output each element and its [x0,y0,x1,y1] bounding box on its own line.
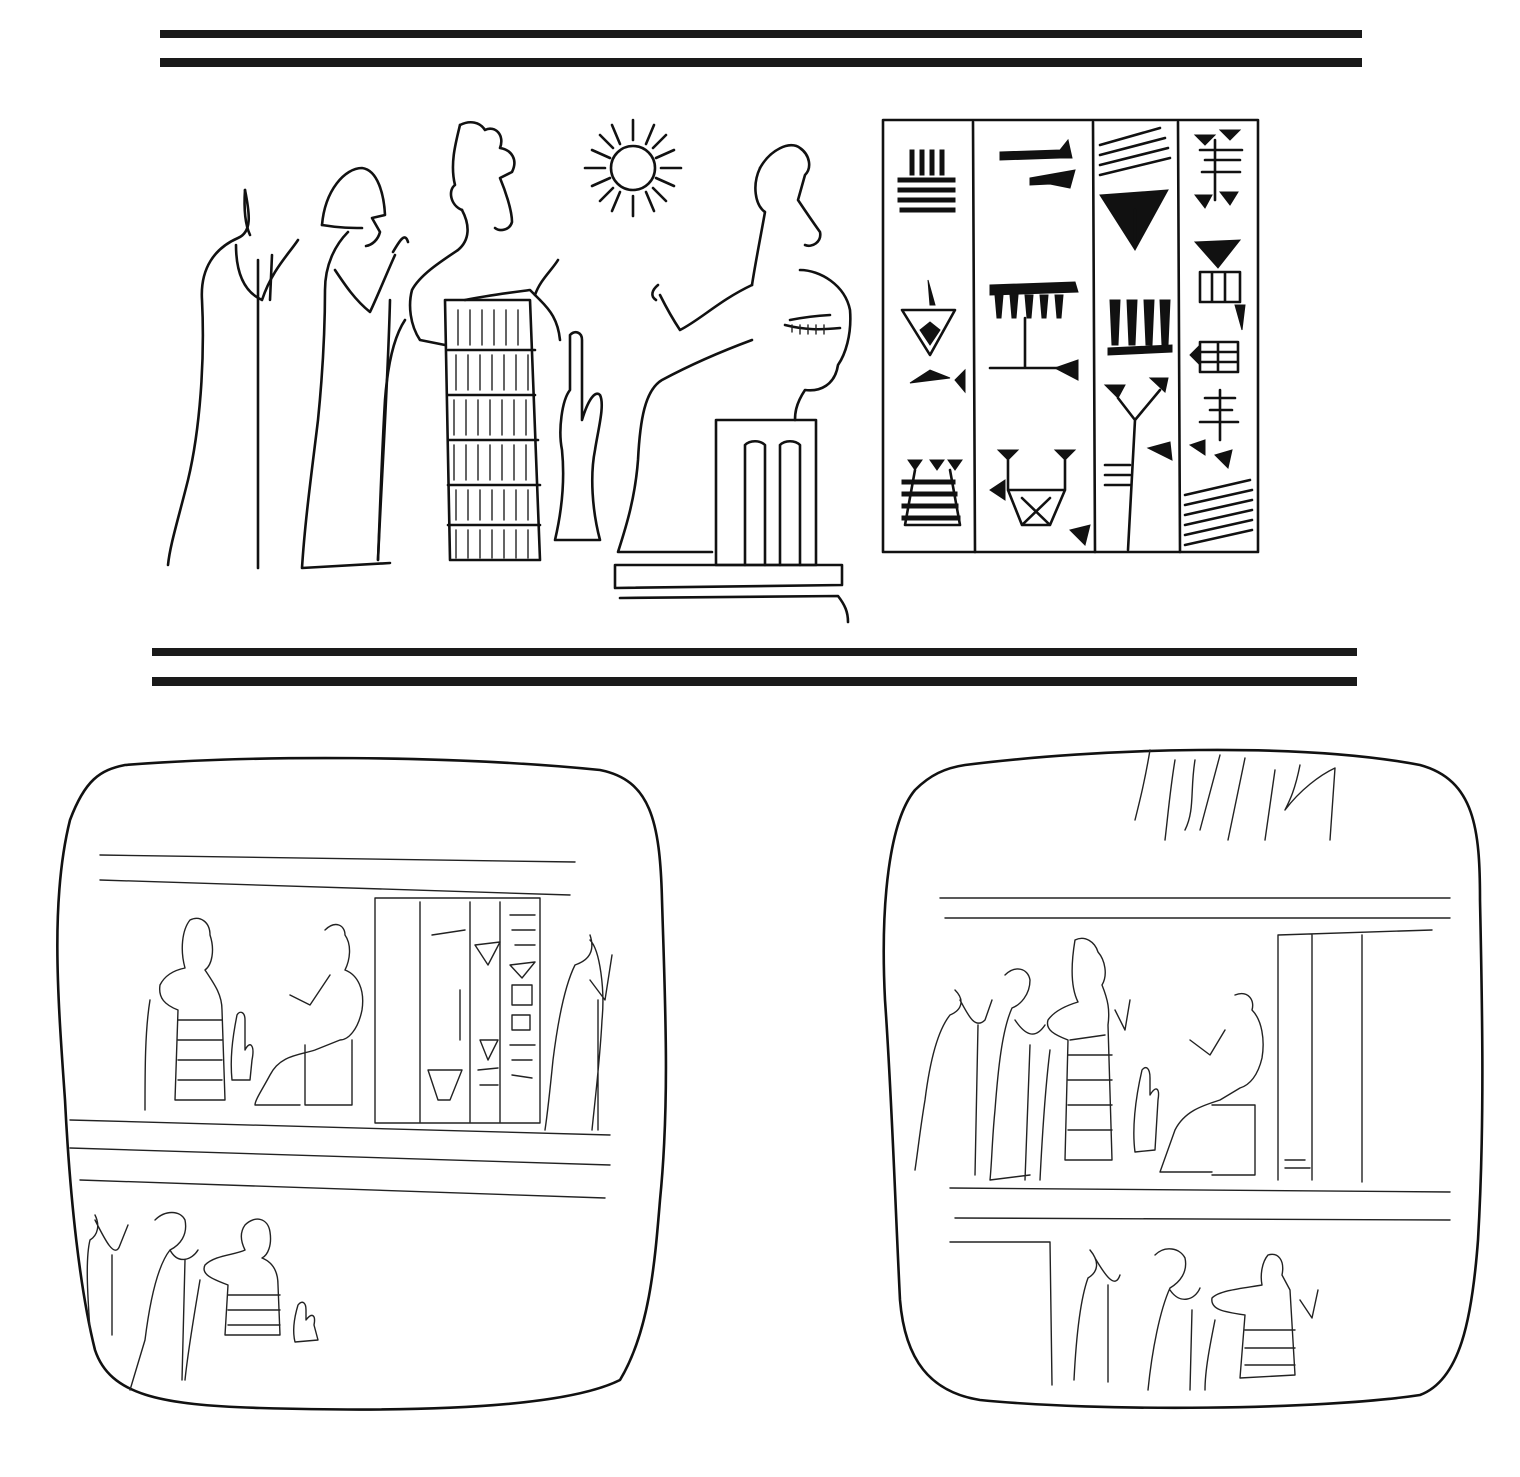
cuneiform-column-2 [988,138,1091,546]
standing-figure-bald [300,166,410,570]
inscription-panel [881,118,1260,554]
top-border-band-1 [160,30,1362,38]
sun-disc [583,118,683,218]
cuneiform-column-3 [1098,126,1173,552]
tablet-left-outline [56,756,668,1411]
tablet-right [882,748,1484,1410]
inscription-frame [881,118,1260,554]
standing-figure-left [166,188,300,570]
vase-standard [553,330,604,542]
tablet-left [56,756,668,1411]
top-border-band-2 [160,58,1362,67]
cuneiform-column-4 [1183,129,1254,547]
bottom-border-band-2 [152,677,1357,686]
cuneiform-column-1 [897,149,966,527]
tablet-left-inscription [374,897,541,1124]
bottom-border-band-1 [152,648,1357,656]
tablet-right-outline [882,748,1484,1410]
seated-deity [613,143,852,624]
top-seal-rollout [152,30,1362,686]
goddess-flounced-robe [376,120,562,562]
